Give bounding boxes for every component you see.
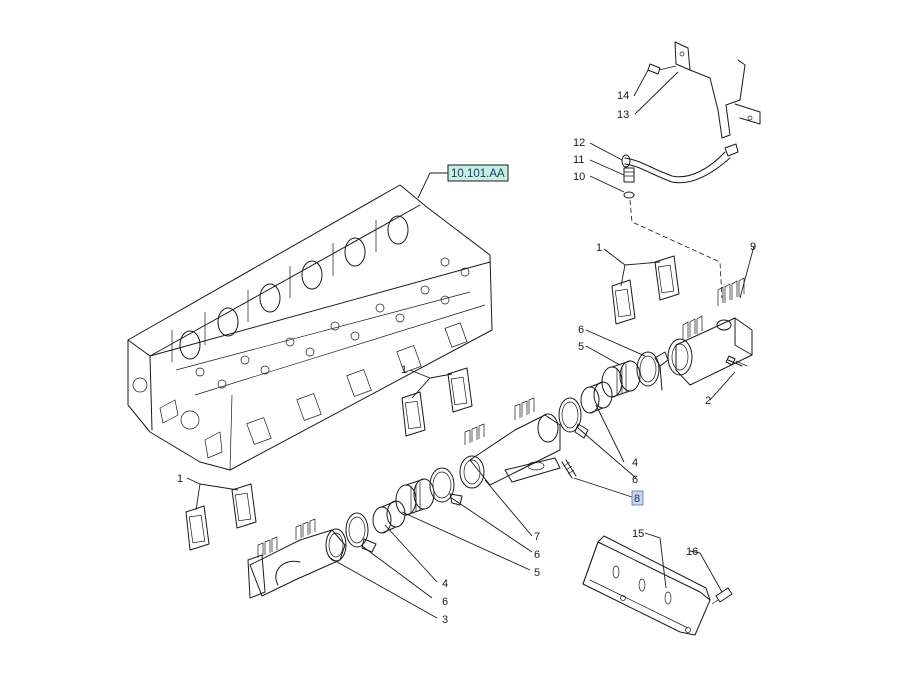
bolt-14	[647, 63, 677, 75]
clamp-upper-right	[636, 351, 669, 391]
svg-text:10.101.AA: 10.101.AA	[451, 168, 505, 180]
callout-1: 1	[177, 473, 183, 485]
callout-5: 5	[578, 341, 584, 353]
callout-6: 6	[632, 474, 638, 486]
bolt-16	[711, 587, 733, 605]
callout-1: 1	[401, 364, 407, 376]
gasket-pair-upper	[611, 255, 680, 325]
callout-3: 3	[442, 614, 448, 626]
washer-10	[623, 191, 635, 199]
callout-6: 6	[578, 324, 584, 336]
callout-10: 10	[573, 171, 585, 183]
callout-9: 9	[750, 241, 756, 253]
bolt-2	[725, 355, 748, 367]
callout-12: 12	[573, 137, 585, 149]
gasket-pair-middle	[401, 367, 473, 437]
stud-8	[561, 459, 577, 479]
callout-labels: 1 1 1 2 3 4 4 5 5 6 6 6 6 7 8 9 10 11 12…	[177, 90, 756, 626]
mounting-bracket-13	[674, 41, 761, 139]
manifold-front-section	[247, 518, 347, 599]
sleeve-lower-2	[372, 500, 406, 534]
callout-11: 11	[573, 154, 584, 166]
manifold-center-section	[459, 397, 561, 489]
sleeve-upper	[601, 360, 641, 398]
manifold-rear-section	[667, 277, 753, 386]
callout-14: 14	[617, 90, 629, 102]
cylinder-head: 10.101.AA	[127, 164, 509, 471]
callout-15: 15	[632, 528, 644, 540]
heat-shield-15	[582, 535, 711, 636]
fitting-11	[623, 167, 635, 183]
callout-6: 6	[442, 596, 448, 608]
clamp-upper-left	[558, 397, 589, 439]
callout-4: 4	[632, 457, 638, 469]
clamp-lower-left	[345, 512, 377, 553]
callout-7: 7	[534, 531, 540, 543]
callout-8-highlighted[interactable]: 8	[631, 490, 644, 506]
callout-5: 5	[534, 567, 540, 579]
callout-16: 16	[686, 546, 698, 558]
callout-4: 4	[442, 578, 448, 590]
svg-text:8: 8	[634, 493, 640, 505]
oil-pipe-12	[621, 143, 739, 184]
sleeve-lower	[395, 478, 435, 516]
callout-13: 13	[617, 109, 629, 121]
sleeve-upper-2	[580, 381, 613, 414]
gasket-pair-lower	[185, 483, 257, 551]
callout-1: 1	[596, 242, 602, 254]
reference-tag[interactable]: 10.101.AA	[447, 164, 509, 182]
clamp-center	[429, 467, 463, 506]
leader-lines	[186, 69, 755, 619]
callout-6: 6	[534, 549, 540, 561]
callout-2: 2	[705, 395, 711, 407]
